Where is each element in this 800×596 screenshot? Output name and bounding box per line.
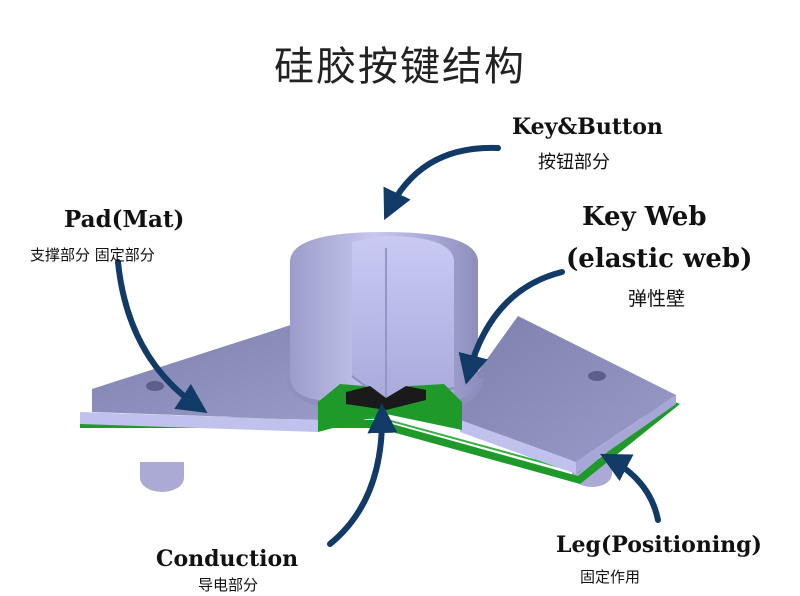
label-conduction-zh: 导电部分 [198,576,259,594]
label-leg-zh: 固定作用 [580,568,641,586]
label-conduction-en: Conduction [156,546,299,572]
label-pad-en: Pad(Mat) [64,206,185,233]
arrow-key-web [458,269,565,385]
label-leg-en: Leg(Positioning) [556,532,762,558]
label-key-button-zh: 按钮部分 [538,152,610,173]
label-key-button-en: Key&Button [512,114,663,140]
annotation-arrows [115,144,661,547]
label-pad-zh: 支撑部分 固定部分 [30,246,155,264]
arrow-leg [600,453,661,523]
diagram-title: 硅胶按键结构 [274,44,526,90]
label-key-web-en2: (elastic web) [566,244,753,274]
key-button-body [290,232,478,404]
arrow-key-button [383,144,501,221]
left-leg [140,462,184,492]
arrow-conduction [327,403,398,547]
arrow-pad [115,259,208,413]
label-key-web-zh: 弹性壁 [628,288,686,310]
label-key-web-en1: Key Web [582,202,707,232]
